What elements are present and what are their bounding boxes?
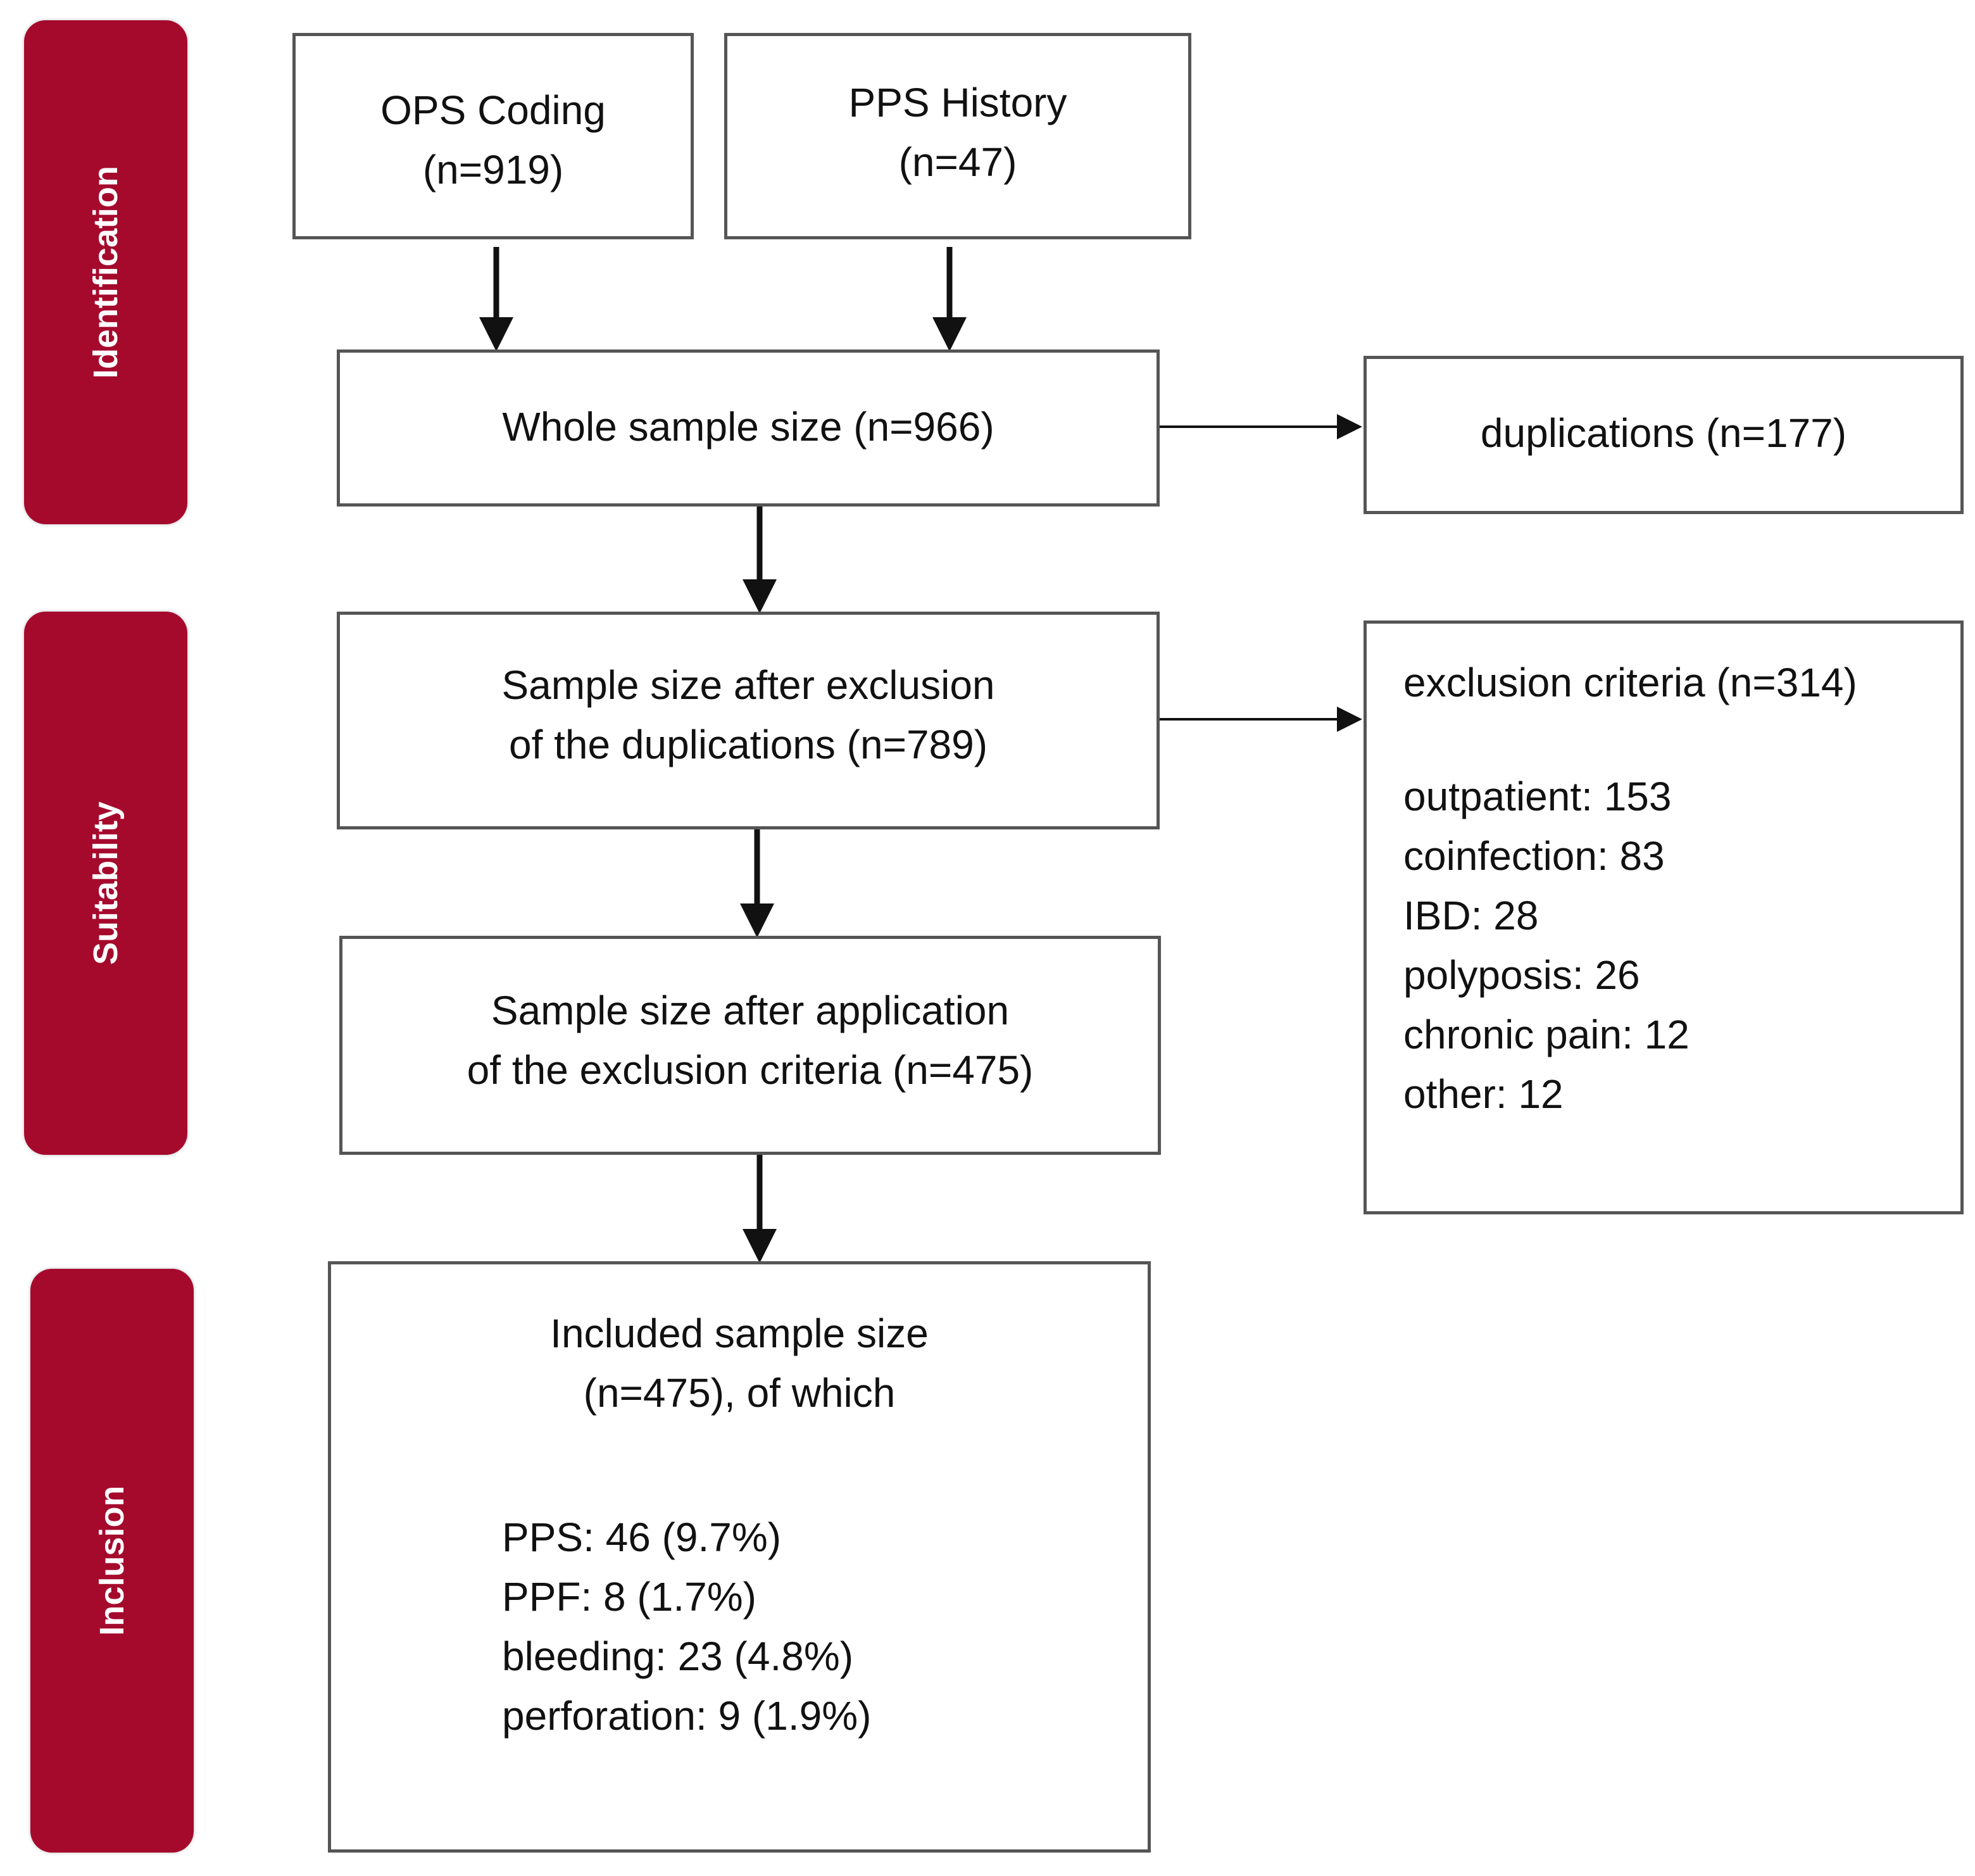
exclusion-item: outpatient: 153	[1403, 774, 1672, 819]
included-item: perforation: 9 (1.9%)	[502, 1693, 872, 1739]
exclusion-criteria-title: exclusion criteria (n=314)	[1403, 660, 1857, 705]
stage-suitability: Suitability	[24, 612, 187, 1155]
included-item: PPF: 8 (1.7%)	[502, 1574, 756, 1620]
after-exclusion-line1: Sample size after application	[491, 988, 1010, 1033]
box-duplications: duplications (n=177)	[1364, 356, 1964, 514]
after-duplications-line2: of the duplications (n=789)	[508, 722, 988, 767]
after-duplications-line1: Sample size after exclusion	[501, 662, 995, 708]
pps-history-title: PPS History	[848, 80, 1067, 125]
box-included-sample: Included sample size (n=475), of which P…	[328, 1261, 1151, 1853]
box-ops-coding: OPS Coding (n=919)	[292, 33, 694, 239]
ops-coding-count: (n=919)	[422, 147, 564, 192]
included-item: bleeding: 23 (4.8%)	[502, 1634, 854, 1679]
included-item: PPS: 46 (9.7%)	[502, 1514, 782, 1560]
exclusion-item: other: 12	[1403, 1071, 1564, 1117]
included-breakdown: PPS: 46 (9.7%) PPF: 8 (1.7%) bleeding: 2…	[502, 1508, 871, 1746]
exclusion-item: IBD: 28	[1403, 893, 1539, 938]
duplications-text: duplications (n=177)	[1480, 410, 1847, 456]
whole-sample-text: Whole sample size (n=966)	[502, 404, 994, 450]
box-whole-sample: Whole sample size (n=966)	[337, 349, 1160, 507]
after-exclusion-line2: of the exclusion criteria (n=475)	[467, 1047, 1034, 1093]
ops-coding-title: OPS Coding	[380, 87, 606, 133]
exclusion-item: polyposis: 26	[1403, 952, 1640, 998]
stage-inclusion: Inclusion	[30, 1269, 194, 1853]
included-line2: (n=475), of which	[583, 1370, 896, 1416]
included-line1: Included sample size	[550, 1311, 929, 1356]
exclusion-item: coinfection: 83	[1403, 833, 1665, 879]
stage-identification: Identification	[24, 20, 187, 524]
box-after-exclusion: Sample size after application of the exc…	[339, 936, 1161, 1155]
exclusion-criteria-content: exclusion criteria (n=314) outpatient: 1…	[1403, 653, 1857, 1124]
box-after-duplications: Sample size after exclusion of the dupli…	[337, 612, 1160, 829]
pps-history-count: (n=47)	[898, 139, 1017, 185]
exclusion-item: chronic pain: 12	[1403, 1012, 1690, 1057]
box-pps-history: PPS History (n=47)	[724, 33, 1191, 239]
box-exclusion-criteria: exclusion criteria (n=314) outpatient: 1…	[1364, 620, 1964, 1214]
